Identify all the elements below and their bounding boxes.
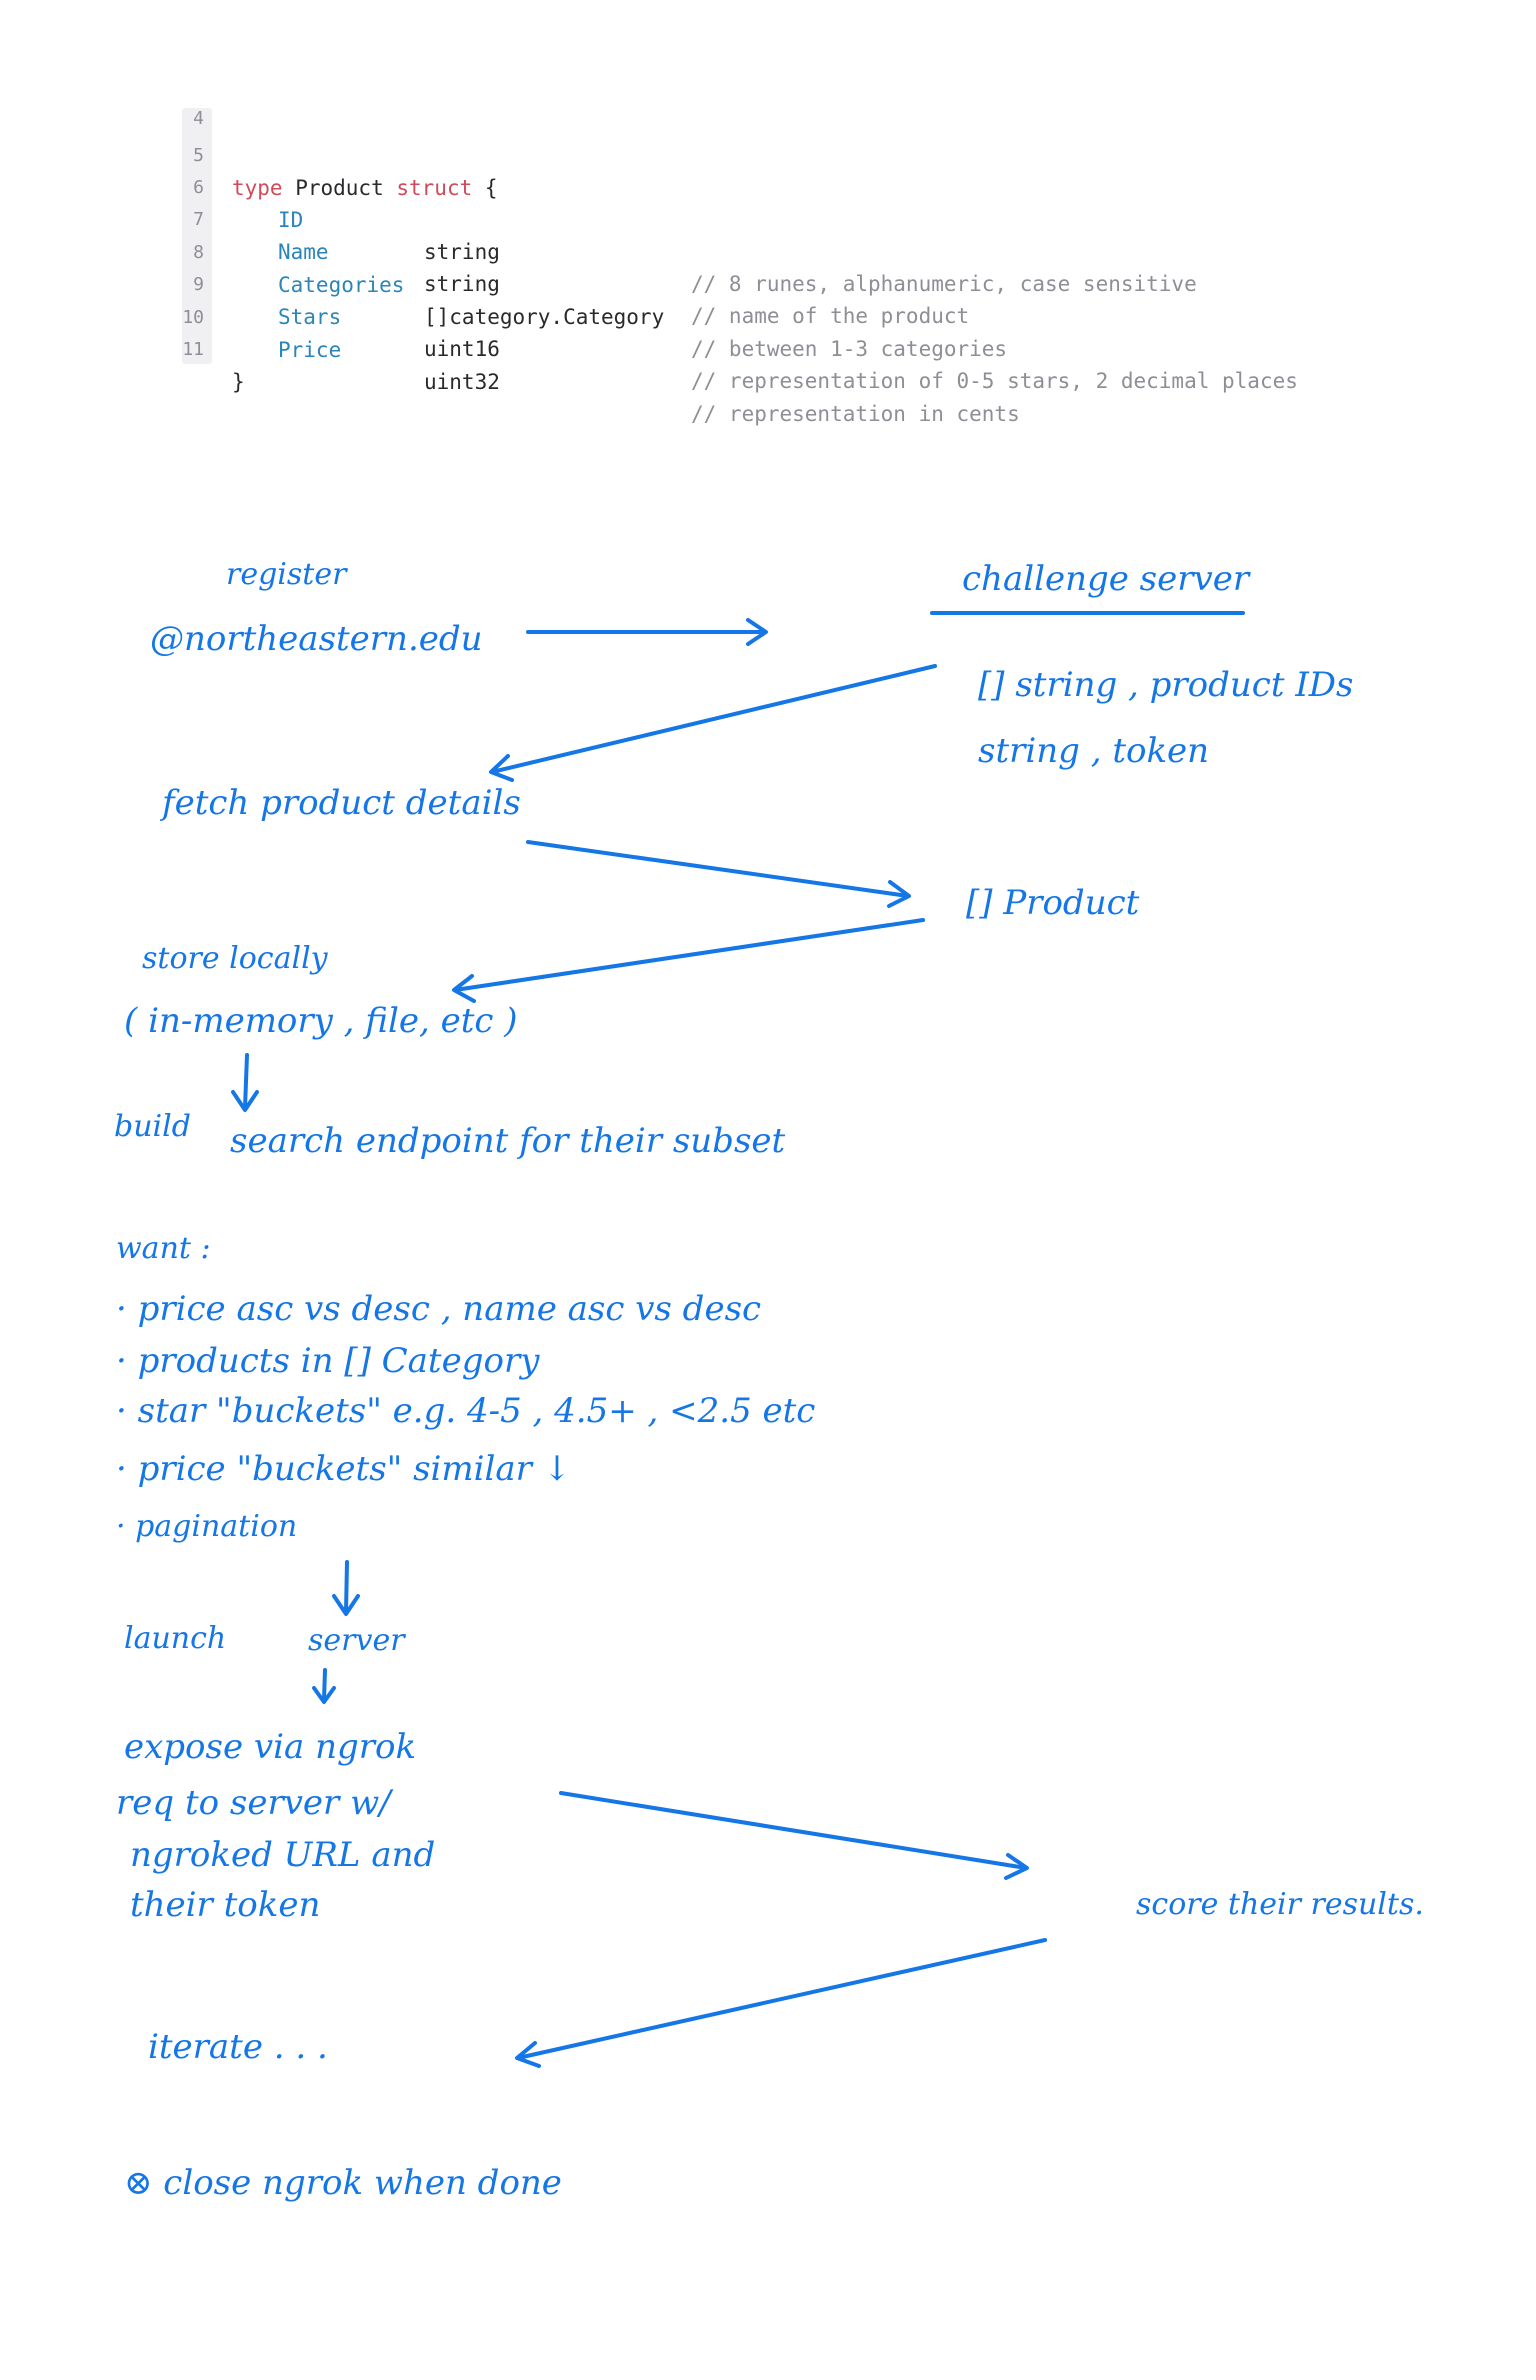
email-domain-label: @northeastern.edu xyxy=(150,619,483,659)
code-line: 7 Name string // name of the product xyxy=(182,172,969,328)
fetch-product-details-label: fetch product details xyxy=(162,783,521,823)
want-item: · products in [] Category xyxy=(116,1341,540,1381)
token-label: string , token xyxy=(978,731,1210,771)
code-line: 5 type Product struct { xyxy=(182,108,497,200)
challenge-server-label: challenge server xyxy=(962,559,1250,599)
want-item: · price "buckets" similar ↓ xyxy=(116,1449,572,1489)
want-item: · pagination xyxy=(116,1509,298,1544)
expose-ngrok-label: expose via ngrok xyxy=(124,1727,417,1767)
want-item: · star "buckets" e.g. 4-5 , 4.5+ , <2.5 … xyxy=(116,1391,816,1431)
field-type: string xyxy=(424,240,500,264)
register-label: register xyxy=(226,557,347,592)
field-type: uint32 xyxy=(424,370,500,394)
field-comment: // representation in cents xyxy=(691,402,1020,426)
keyword: type xyxy=(232,176,283,200)
field-type: string xyxy=(424,272,500,296)
ngrok-url-label: ngroked URL and xyxy=(130,1835,436,1875)
want-item: · price asc vs desc , name asc vs desc xyxy=(116,1289,762,1329)
line-number: 8 xyxy=(193,242,204,263)
line-number: 6 xyxy=(193,177,204,198)
line-number: 9 xyxy=(193,274,204,295)
field-comment: // name of the product xyxy=(691,304,970,328)
field-name: Name xyxy=(278,240,329,264)
close-ngrok-label: ⊗ close ngrok when done xyxy=(124,2163,562,2203)
keyword: struct xyxy=(396,176,473,200)
their-token-label: their token xyxy=(130,1885,321,1925)
code-line: 8 Categories []category.Category // betw… xyxy=(182,205,1007,361)
arrow-server-to-fetch xyxy=(489,664,937,782)
arrow-down-to-launch xyxy=(332,1560,360,1616)
search-endpoint-label: search endpoint for their subset xyxy=(230,1121,786,1161)
field-comment: // representation of 0-5 stars, 2 decima… xyxy=(691,369,1298,393)
request-label: req to server w/ xyxy=(116,1783,391,1823)
brace: { xyxy=(472,176,498,200)
field-name: ID xyxy=(278,208,304,232)
code-line: 9 Stars uint16 // representation of 0-5 … xyxy=(182,237,1298,393)
closing-brace: } xyxy=(232,370,245,394)
store-locally-label: store locally xyxy=(142,941,328,976)
type-name: Product xyxy=(282,176,397,200)
field-name: Stars xyxy=(278,305,342,329)
server-label: server xyxy=(308,1623,405,1658)
field-comment: // 8 runes, alphanumeric, case sensitive xyxy=(691,272,1197,296)
line-number-gutter xyxy=(182,108,212,364)
line-number: 5 xyxy=(193,145,204,166)
code-line: 10 Price uint32 // representation in cen… xyxy=(182,270,1019,426)
field-comment: // between 1-3 categories xyxy=(691,337,1008,361)
product-ids-label: [] string , product IDs xyxy=(978,665,1354,705)
line-number: 4 xyxy=(193,108,204,129)
product-list-label: [] Product xyxy=(966,883,1140,923)
arrow-fetch-to-products xyxy=(526,840,911,908)
field-name: Categories xyxy=(278,273,405,297)
storage-options-label: ( in-memory , file, etc ) xyxy=(124,1001,518,1041)
iterate-label: iterate . . . xyxy=(148,2027,328,2067)
code-line: 6 ID string // 8 runes, alphanumeric, ca… xyxy=(182,140,1197,296)
arrow-down-to-expose xyxy=(312,1668,336,1704)
code-line: 11 } xyxy=(182,302,244,394)
line-number: 11 xyxy=(182,339,204,360)
line-number: 7 xyxy=(193,209,204,230)
field-type: []category.Category xyxy=(424,305,665,329)
arrow-register-to-server xyxy=(526,618,768,646)
launch-label: launch xyxy=(124,1621,227,1656)
code-snippet: 4 5 type Product struct { 6 ID string //… xyxy=(182,108,1382,426)
build-label: build xyxy=(114,1109,191,1144)
arrow-req-to-score xyxy=(559,1791,1029,1880)
arrow-down-to-build xyxy=(231,1053,259,1112)
arrow-products-to-store xyxy=(452,918,925,1003)
arrow-score-to-iterate xyxy=(515,1938,1047,2068)
score-results-label: score their results. xyxy=(1136,1887,1424,1922)
want-heading: want : xyxy=(116,1231,211,1266)
field-type: uint16 xyxy=(424,337,500,361)
line-number: 10 xyxy=(182,307,204,328)
code-line: 4 xyxy=(182,86,233,129)
field-name: Price xyxy=(278,338,342,362)
